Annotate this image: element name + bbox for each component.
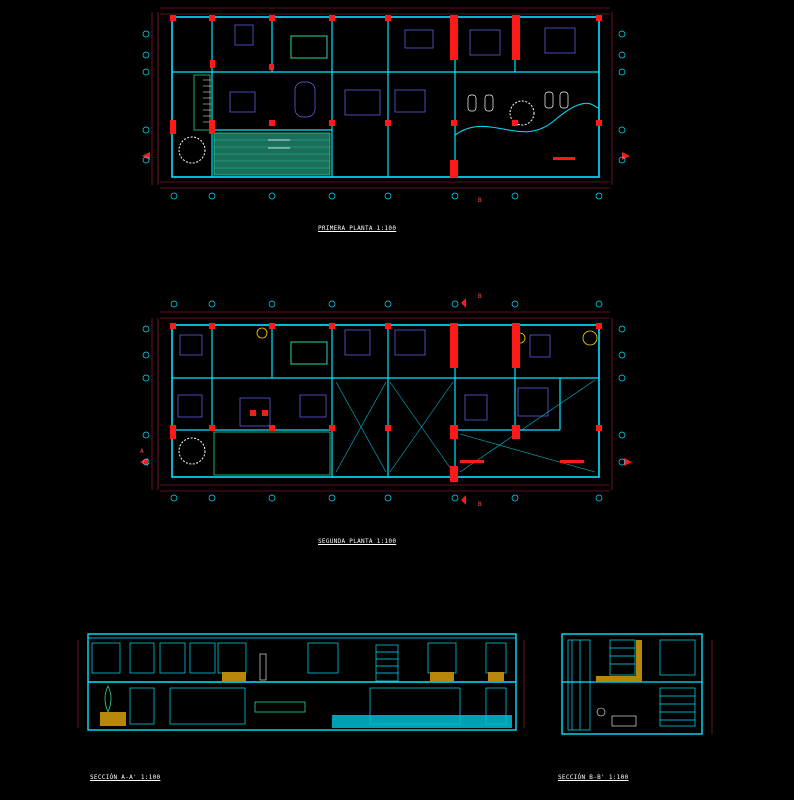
second-floor-title: SEGUNDA PLANTA 1:100 xyxy=(318,538,397,545)
section-b xyxy=(561,633,713,735)
section-b-title: SECCIÓN B-B' 1:100 xyxy=(558,774,629,781)
first-floor-plan xyxy=(142,7,630,200)
furniture-first xyxy=(229,24,576,118)
section-mark-a: A xyxy=(140,448,144,455)
dimension-lines-second xyxy=(151,311,613,492)
planter xyxy=(193,74,211,131)
furniture-second xyxy=(177,329,551,427)
garden-box xyxy=(290,341,328,365)
tree-symbol xyxy=(178,136,206,164)
second-floor-plan xyxy=(140,298,632,505)
garden-box xyxy=(290,35,328,59)
section-b-openings xyxy=(567,639,696,731)
planter-a xyxy=(104,685,306,713)
terrace-outline xyxy=(213,431,331,476)
stair-treads xyxy=(203,79,211,123)
human-figure xyxy=(259,653,267,681)
pool-water xyxy=(332,715,512,728)
structural-columns-second xyxy=(140,298,632,505)
first-floor-title: PRIMERA PLANTA 1:100 xyxy=(318,225,397,232)
section-mark-b-bottom: B xyxy=(478,501,482,508)
wood-panels xyxy=(100,672,504,726)
pool-edge xyxy=(454,102,600,136)
dimension-lines-top xyxy=(151,7,613,189)
section-a-title: SECCIÓN A-A' 1:100 xyxy=(90,774,161,781)
wood-panels-b xyxy=(596,640,642,682)
axis-bubbles-first xyxy=(142,30,626,200)
furniture-b xyxy=(596,707,637,727)
void-markers xyxy=(335,379,596,473)
section-mark-b-top: B xyxy=(478,293,482,300)
interior-walls xyxy=(172,325,599,477)
tree-symbol xyxy=(178,437,206,465)
structural-columns-first xyxy=(142,15,630,178)
tree-symbol xyxy=(509,100,535,126)
deck-lines xyxy=(214,139,330,169)
section-a-dimensions xyxy=(77,640,525,728)
section-b-outline xyxy=(561,633,703,735)
section-a xyxy=(77,633,525,731)
axis-bubbles-second xyxy=(142,300,626,502)
loungers xyxy=(268,91,569,149)
section-mark-b: B xyxy=(478,197,482,204)
exterior-walls xyxy=(171,324,600,478)
